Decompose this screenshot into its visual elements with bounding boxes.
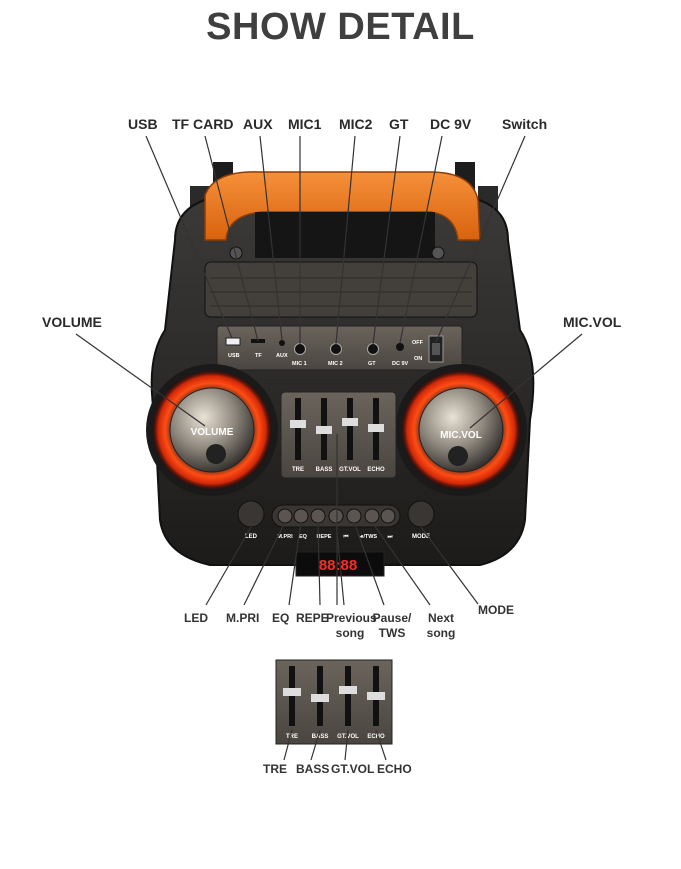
mic2-jack[interactable] [330, 343, 342, 355]
callout-pause-line2: TWS [378, 626, 406, 640]
panel-aux-label: AUX [276, 353, 288, 359]
callout-detail-tre: TRE [263, 762, 287, 776]
dc-jack[interactable] [396, 343, 404, 351]
callout-eq: EQ [272, 611, 290, 625]
panel-usb-label: USB [228, 353, 240, 359]
usb-port[interactable] [225, 337, 241, 346]
knob-micvol-label: MIC.VOL [440, 430, 482, 441]
svg-text:LED: LED [245, 534, 258, 540]
callout-mic-vol: MIC.VOL [563, 314, 622, 330]
knob-volume-label: VOLUME [191, 427, 234, 438]
panel-tf-label: TF [255, 353, 262, 359]
btn-repe-label: REPE [317, 534, 332, 540]
callout-next-line2: song [426, 626, 456, 640]
panel-mic1-label: MIC 1 [292, 361, 307, 367]
slider-detail-inset: TRE BASS GT.VOL ECHO [275, 659, 393, 745]
panel-gt-label: GT [368, 361, 376, 367]
btn-prev-label: ⏮ [344, 534, 349, 540]
callout-dc-9v: DC 9V [430, 116, 472, 132]
slider-echo-label: ECHO [367, 467, 385, 473]
callout-detail-echo: ECHO [377, 762, 412, 776]
callout-switch: Switch [502, 116, 548, 132]
callout-usb: USB [128, 116, 158, 132]
mic1-jack[interactable] [294, 343, 306, 355]
switch-off-label: OFF [412, 340, 424, 346]
mic-volume-knob[interactable]: MIC.VOL [395, 364, 527, 496]
callout-repe: REPE [296, 611, 329, 625]
callout-pause-tws: Pause/ TWS [372, 611, 412, 641]
gt-jack[interactable] [367, 343, 379, 355]
slider-tre-label: TRE [292, 467, 304, 473]
aux-jack[interactable] [279, 340, 285, 346]
callout-led: LED [184, 611, 208, 625]
callout-leaders [75, 135, 583, 761]
screws [229, 246, 445, 260]
inset-gtvol-label: GT.VOL [337, 734, 359, 740]
inset-echo-label: ECHO [367, 734, 385, 740]
inset-tre-label: TRE [286, 734, 298, 740]
callout-next-song: Next song [424, 611, 458, 641]
btn-pause-label: ⏯/TWS [359, 534, 377, 540]
callout-detail-bass: BASS [296, 762, 330, 776]
page-title: SHOW DETAIL [206, 6, 475, 48]
btn-eq-label: EQ [299, 534, 308, 540]
panel-mic2-label: MIC 2 [328, 361, 343, 367]
callout-mic1: MIC1 [288, 116, 322, 132]
callout-previous-line1: Previous [326, 611, 377, 625]
callout-next-line1: Next [427, 611, 454, 625]
led-display-digits: 88:88 [319, 557, 357, 574]
callout-pause-line1: Pause/ [372, 611, 412, 625]
svg-text:MODE: MODE [412, 534, 430, 540]
slider-gtvol-label: GT.VOL [339, 467, 361, 473]
sliders[interactable] [290, 398, 384, 460]
callout-aux: AUX [243, 116, 273, 132]
slider-panel [280, 391, 397, 479]
callout-previous-song: Previous song [326, 611, 377, 641]
callout-detail-gtvol: GT.VOL [331, 762, 375, 776]
callout-mpri: M.PRI [226, 611, 260, 625]
panel-dc-label: DC 9V [392, 361, 409, 367]
volume-knob[interactable]: VOLUME [146, 364, 278, 496]
btn-mpri-label: M.PRI [277, 534, 293, 540]
slider-bass-label: BASS [316, 467, 333, 473]
callout-gt: GT [389, 116, 409, 132]
callout-previous-line2: song [335, 626, 365, 640]
callout-volume: VOLUME [42, 314, 102, 330]
ports [225, 335, 444, 363]
switch-on-label: ON [414, 356, 422, 362]
btn-next-label: ⏭ [388, 534, 393, 540]
callout-tf-card: TF CARD [172, 116, 234, 132]
callout-mode: MODE [478, 603, 514, 617]
inset-bass-label: BASS [312, 734, 329, 740]
callout-mic2: MIC2 [339, 116, 373, 132]
